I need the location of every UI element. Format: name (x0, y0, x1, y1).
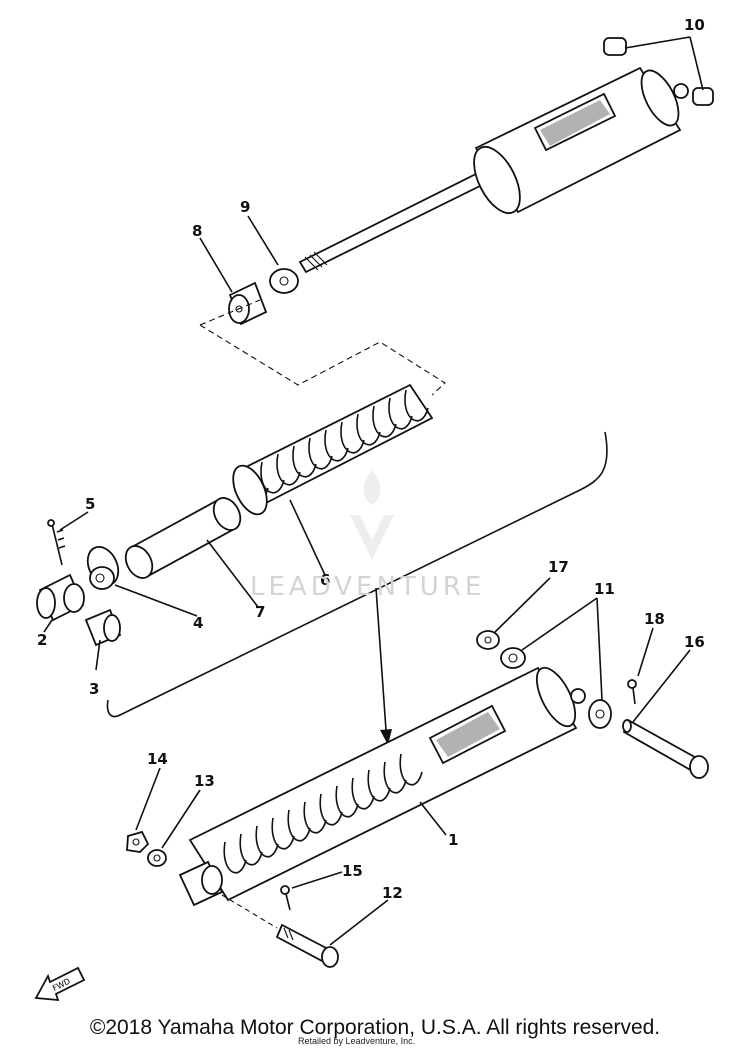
retailer-note: Retailed by Leadventure, Inc. (298, 1036, 416, 1046)
bolt-part-12 (221, 894, 339, 968)
label-4: 4 (193, 614, 203, 632)
washer-part-13 (147, 849, 167, 867)
label-7: 7 (255, 603, 265, 621)
label-5: 5 (85, 495, 95, 513)
sleeve-part-7 (124, 497, 242, 579)
leader-lines (43, 36, 704, 946)
label-18: 18 (644, 610, 665, 628)
label-6: 6 (320, 571, 330, 589)
damper-assembly-top (298, 37, 714, 274)
rubber-stopper-part-8 (228, 281, 268, 326)
label-16: 16 (684, 633, 705, 651)
label-12: 12 (382, 884, 403, 902)
label-17: 17 (548, 558, 569, 576)
label-1: 1 (448, 831, 458, 849)
spring-part-6 (232, 383, 434, 516)
adjuster-part-2 (36, 573, 85, 622)
label-13: 13 (194, 772, 215, 790)
bushing-part-11 (500, 647, 612, 729)
label-11: 11 (594, 580, 615, 598)
washer-part-9 (269, 268, 299, 294)
label-2: 2 (37, 631, 47, 649)
bushing-part-3 (84, 608, 122, 647)
label-9: 9 (240, 198, 250, 216)
part-labels: 10 9 8 5 6 7 4 2 3 17 11 18 16 14 13 1 1… (37, 16, 705, 902)
cotter-pin-part-5 (47, 519, 66, 566)
label-10: 10 (684, 16, 705, 34)
shock-absorber-part-1 (178, 666, 586, 907)
washer-part-17 (476, 630, 500, 650)
pin-part-15 (280, 885, 291, 911)
label-15: 15 (342, 862, 363, 880)
label-14: 14 (147, 750, 168, 768)
copyright-notice: ©2018 Yamaha Motor Corporation, U.S.A. A… (89, 1016, 661, 1039)
bolt-part-16 (622, 718, 709, 779)
nut-part-14 (126, 830, 150, 853)
label-8: 8 (192, 222, 202, 240)
fwd-arrow-icon: FWD (34, 966, 86, 1002)
leadventure-logo-watermark (350, 470, 394, 560)
pin-part-18 (627, 679, 637, 705)
label-3: 3 (89, 680, 99, 698)
watermark-text: LEADVENTURE (250, 572, 486, 602)
spring-seat-part-4 (86, 546, 120, 590)
